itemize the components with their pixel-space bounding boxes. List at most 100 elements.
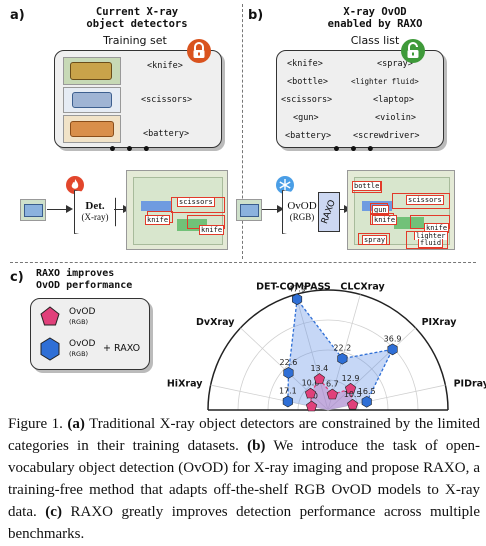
panel-a-title-line2: object detectors xyxy=(86,18,188,30)
radar-grid-arc xyxy=(237,319,419,411)
panel-a-letter: a) xyxy=(10,8,25,23)
radar-spoke xyxy=(295,294,329,411)
caption-b-label: (b) xyxy=(247,438,266,454)
series-line xyxy=(287,297,394,403)
data-label: 6.7 xyxy=(326,380,339,389)
data-point-hexagon xyxy=(282,395,293,408)
class-knife: <knife> xyxy=(287,59,323,69)
class-laptop: <laptop> xyxy=(373,95,414,105)
legend-raxo-suffix: + RAXO xyxy=(103,343,141,354)
data-point-hexagon xyxy=(292,293,303,306)
hexagon-marker-icon xyxy=(40,337,60,361)
bbox-label-knife-2: knife xyxy=(199,225,225,235)
data-label: 10.5 xyxy=(344,390,362,399)
data-point-pentagon xyxy=(305,400,318,412)
legend-raxo-sub: (RGB) xyxy=(69,350,89,358)
object-shape xyxy=(394,217,424,229)
raxo-box: RAXO xyxy=(318,192,340,232)
panel-c-title-line2: OvOD performance xyxy=(36,280,133,291)
category-label: DvXray xyxy=(196,317,235,328)
legend-rgb: OvOD (RGB) xyxy=(69,307,95,327)
series-area xyxy=(287,299,393,410)
arrow-input-to-ovod xyxy=(262,205,284,213)
luggage-thumb-3 xyxy=(63,115,121,143)
data-point-hexagon xyxy=(283,367,294,379)
data-label: 12.9 xyxy=(342,374,360,383)
class-scissors: <scissors> xyxy=(141,95,193,105)
radar-grid-arc xyxy=(267,349,389,411)
panel-b-title-line2: enabled by RAXO xyxy=(327,18,423,30)
panel-a-subtitle: Training set xyxy=(103,34,167,47)
radar-spoke xyxy=(327,384,446,411)
ovod-sub: (RGB) xyxy=(289,212,315,222)
snowflake-icon xyxy=(276,176,294,194)
bag-shape xyxy=(70,121,114,137)
panel-c-letter: c) xyxy=(10,270,24,285)
data-point-pentagon xyxy=(304,387,317,399)
bbox-label-knife-1: knife xyxy=(145,215,171,225)
output-xray-a: scissors knife knife xyxy=(126,170,228,250)
category-label: DET-COMPASS xyxy=(256,281,331,292)
chart-legend: OvOD (RGB) OvOD (RGB) + RAXO xyxy=(30,298,150,370)
bag-shape xyxy=(72,92,112,108)
caption-b-text: We introduce the task of open-vocabulary… xyxy=(8,438,481,520)
data-point-hexagon xyxy=(361,395,372,408)
luggage-thumb-1 xyxy=(63,57,121,85)
legend-rgb-label: OvOD xyxy=(69,307,96,317)
class-lighter-fluid: <lighter fluid> xyxy=(351,77,419,86)
data-label: 10.0 xyxy=(302,379,320,388)
panel-a-title-line1: Current X-ray xyxy=(95,6,179,18)
class-list-card: <knife> <bottle> <scissors> <gun> <batte… xyxy=(276,50,444,148)
ovod-rgb-box: OvOD (RGB) xyxy=(282,190,322,234)
training-set-card: <knife> <scissors> <battery> xyxy=(54,50,222,148)
class-spray: <spray> xyxy=(377,59,413,69)
bag-shape xyxy=(240,204,259,217)
class-battery: <battery> xyxy=(143,129,190,139)
output-xray-b: bottle scissors gun knife knife spray li… xyxy=(347,170,455,250)
bag-shape xyxy=(24,204,43,217)
input-xray-thumb-a xyxy=(20,199,46,221)
more-dots: ••• xyxy=(108,142,159,158)
class-bottle: <bottle> xyxy=(287,77,328,87)
class-scissors: <scissors> xyxy=(281,95,333,105)
pentagon-marker-icon xyxy=(40,306,60,326)
bbox-label-fluid: fluid xyxy=(418,239,444,248)
panel-c-title: RAXO improves OvOD performance xyxy=(36,268,166,292)
panel-b-title-line1: X-ray OvOD xyxy=(343,6,407,18)
luggage-thumb-2 xyxy=(63,87,121,113)
bbox-label-bottle: bottle xyxy=(352,181,382,191)
panel-divider-horizontal xyxy=(10,262,476,263)
data-point-hexagon xyxy=(387,343,398,356)
class-gun: <gun> xyxy=(293,113,319,123)
input-xray-thumb-b xyxy=(236,199,262,221)
panel-b-title: X-ray OvOD enabled by RAXO xyxy=(300,6,450,30)
category-label: PIXray xyxy=(422,317,458,328)
more-dots: ••• xyxy=(332,142,383,158)
data-point-pentagon xyxy=(313,373,325,384)
panel-b-subtitle: Class list xyxy=(350,34,400,47)
data-label: 22.6 xyxy=(280,358,298,367)
bag-shape xyxy=(70,62,112,80)
bbox-label-lighter: lighter xyxy=(414,231,448,240)
radar-chart: 7.010.013.46.712.910.517.122.647.922.236… xyxy=(167,281,486,412)
data-label: 47.9 xyxy=(288,284,306,293)
legend-rgb-sub: (RGB) xyxy=(69,318,89,326)
data-point-pentagon xyxy=(344,382,357,394)
legend-raxo: OvOD (RGB) + RAXO xyxy=(69,339,140,359)
class-knife: <knife> xyxy=(147,61,183,71)
category-label: PIDray xyxy=(454,378,486,389)
panel-b-letter: b) xyxy=(248,8,264,23)
class-violin: <violin> xyxy=(375,113,416,123)
det-sub: (X-ray) xyxy=(81,212,109,222)
det-xray-box: Det. (X-ray) xyxy=(74,190,116,234)
category-label: CLCXray xyxy=(340,281,385,292)
radar-grid-arc xyxy=(297,379,359,411)
data-label: 17.1 xyxy=(279,386,297,395)
det-label: Det. xyxy=(85,200,105,212)
bbox-label-spray: spray xyxy=(362,235,388,245)
raxo-label: RAXO xyxy=(320,198,338,226)
object-shape xyxy=(141,201,171,211)
class-screwdriver: <screwdriver> xyxy=(353,131,420,141)
bbox-label-scissors: scissors xyxy=(177,197,215,207)
caption-a-text: Traditional X-ray object detectors are c… xyxy=(8,416,481,454)
